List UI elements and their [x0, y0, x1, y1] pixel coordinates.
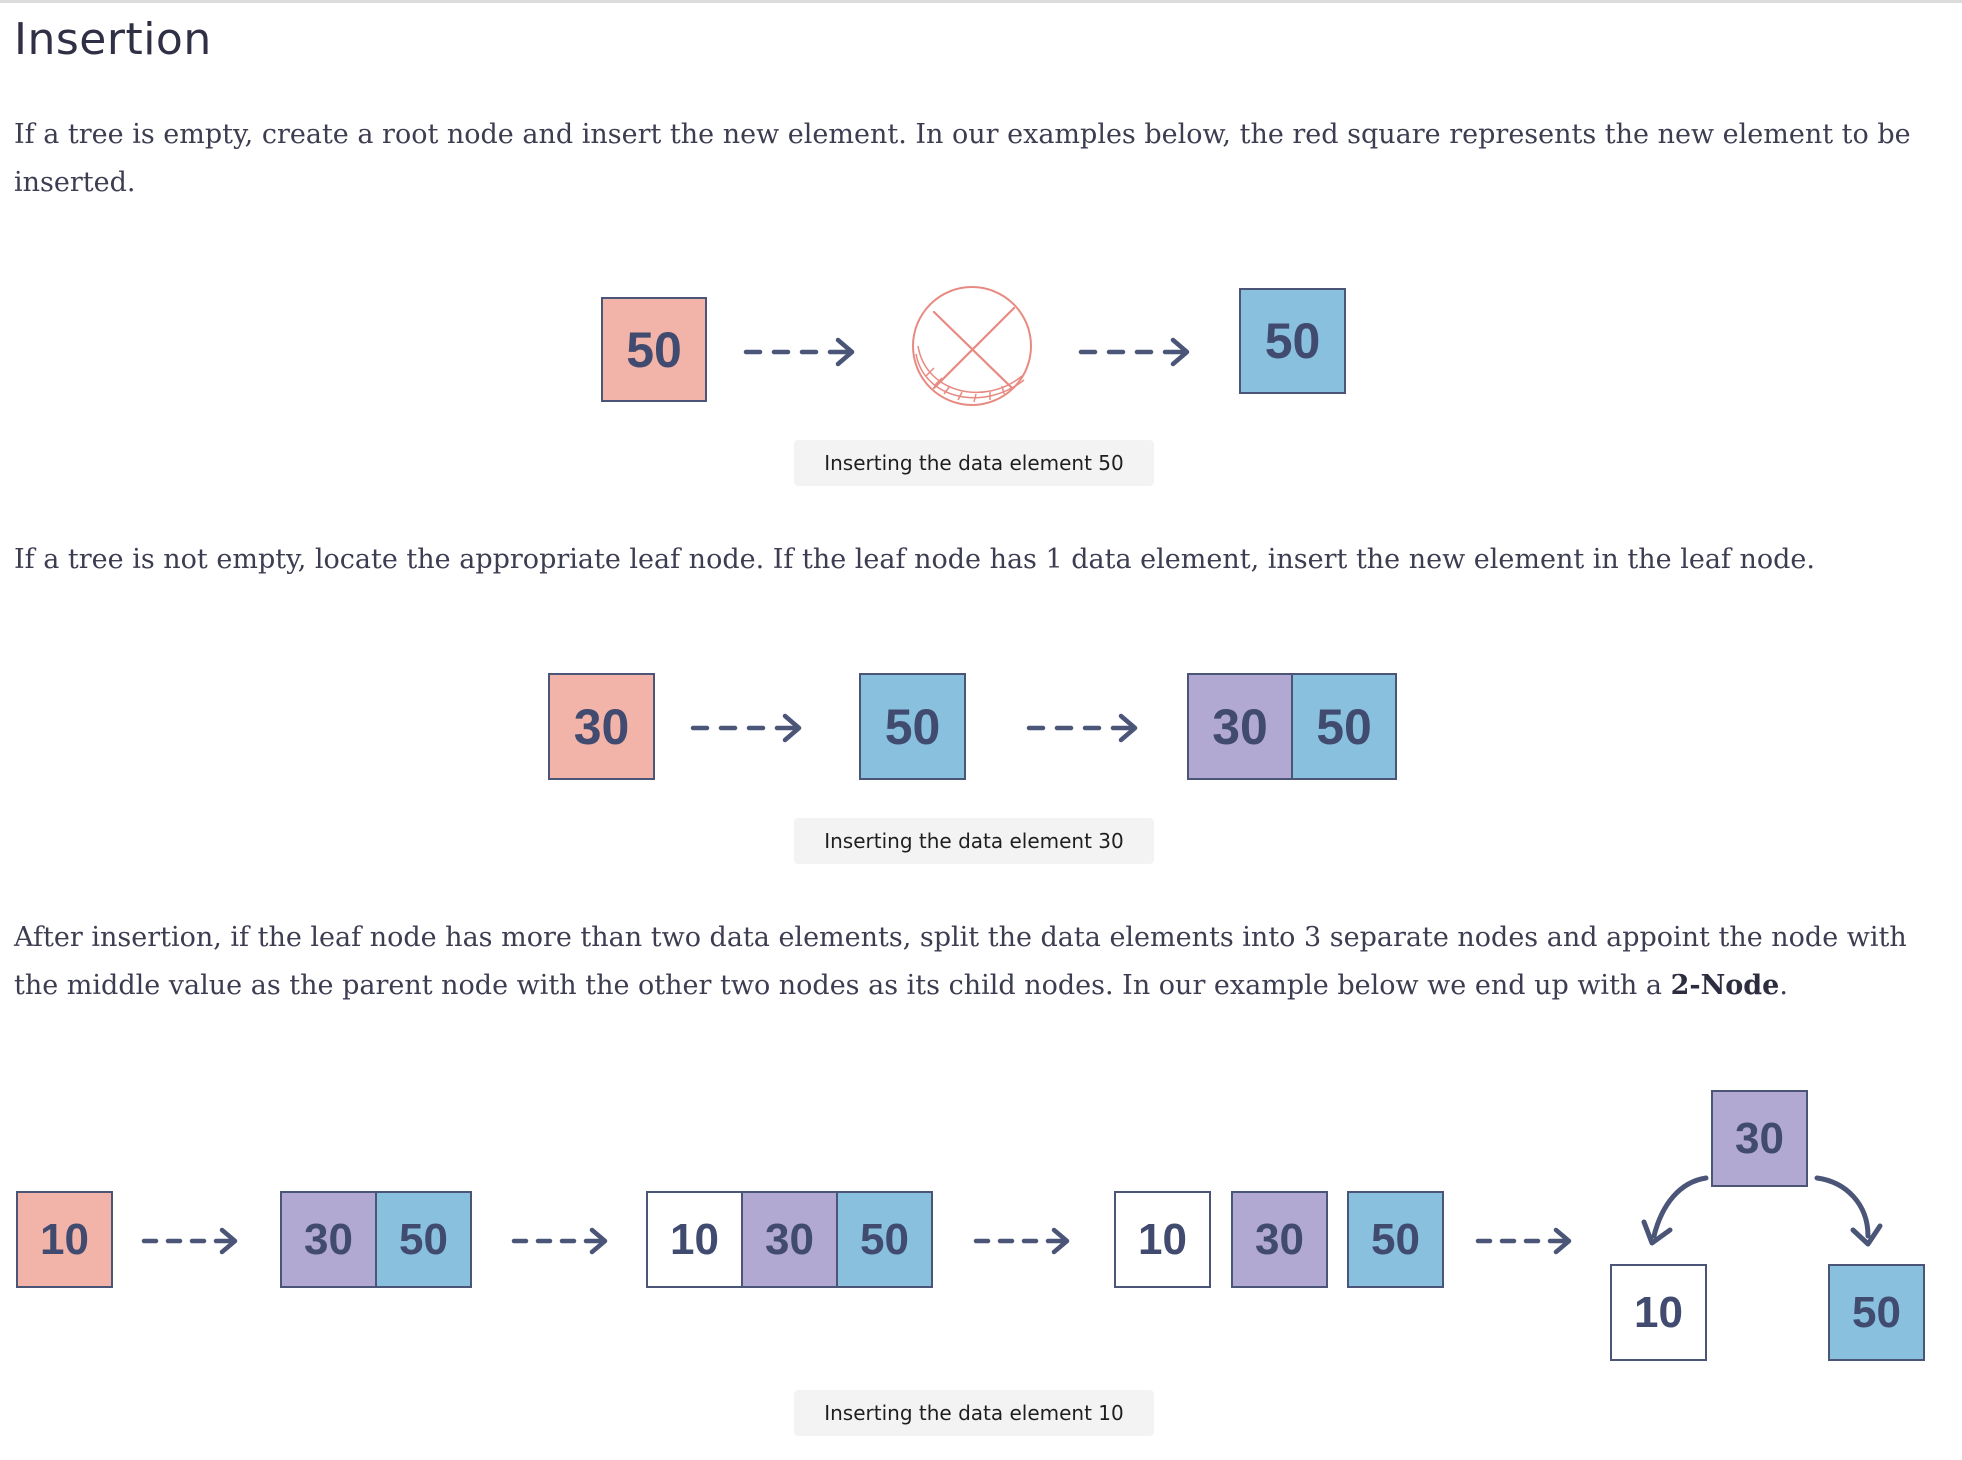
overflow-node-slot-2: 30 [741, 1191, 838, 1288]
dashed-arrow-icon [1078, 337, 1190, 367]
figure-caption: Inserting the data element 50 [794, 440, 1154, 486]
new-element-node: 10 [16, 1191, 113, 1288]
split-node-left: 10 [1114, 1191, 1211, 1288]
curved-arrow-left-icon [1641, 1175, 1709, 1246]
section-heading: Insertion [14, 14, 212, 65]
curved-arrow-right-icon [1814, 1175, 1883, 1247]
paragraph-split-bold: 2-Node [1670, 970, 1780, 1001]
child-node-left: 10 [1610, 1264, 1707, 1361]
paragraph-split-text: After insertion, if the leaf node has mo… [14, 922, 1907, 1001]
figure-caption: Inserting the data element 30 [794, 818, 1154, 864]
overflow-node-slot-3: 50 [836, 1191, 933, 1288]
top-divider [0, 0, 1962, 3]
leaf-node-slot-left: 30 [280, 1191, 377, 1288]
split-node-middle: 30 [1231, 1191, 1328, 1288]
paragraph-split: After insertion, if the leaf node has mo… [14, 914, 1934, 1010]
new-element-node: 50 [601, 297, 707, 402]
dashed-arrow-icon [743, 337, 855, 367]
dashed-arrow-icon [511, 1227, 608, 1255]
dashed-arrow-icon [141, 1227, 238, 1255]
dashed-arrow-icon [1475, 1227, 1572, 1255]
split-node-right: 50 [1347, 1191, 1444, 1288]
child-node-right: 50 [1828, 1264, 1925, 1361]
leaf-node-slot-right: 50 [375, 1191, 472, 1288]
dashed-arrow-icon [690, 713, 802, 743]
root-node: 50 [1239, 288, 1346, 394]
dashed-arrow-icon [1026, 713, 1138, 743]
leaf-node: 50 [859, 673, 966, 780]
overflow-node-slot-1: 10 [646, 1191, 743, 1288]
dashed-arrow-icon [973, 1227, 1070, 1255]
empty-tree-icon [912, 286, 1032, 406]
paragraph-empty-tree: If a tree is empty, create a root node a… [14, 119, 1911, 198]
new-element-node: 30 [548, 673, 655, 780]
paragraph-split-end: . [1779, 970, 1788, 1001]
leaf-node-slot-right: 50 [1291, 673, 1397, 780]
parent-node: 30 [1711, 1090, 1808, 1187]
figure-caption: Inserting the data element 10 [794, 1390, 1154, 1436]
paragraph-leaf-insert: If a tree is not empty, locate the appro… [14, 544, 1815, 575]
